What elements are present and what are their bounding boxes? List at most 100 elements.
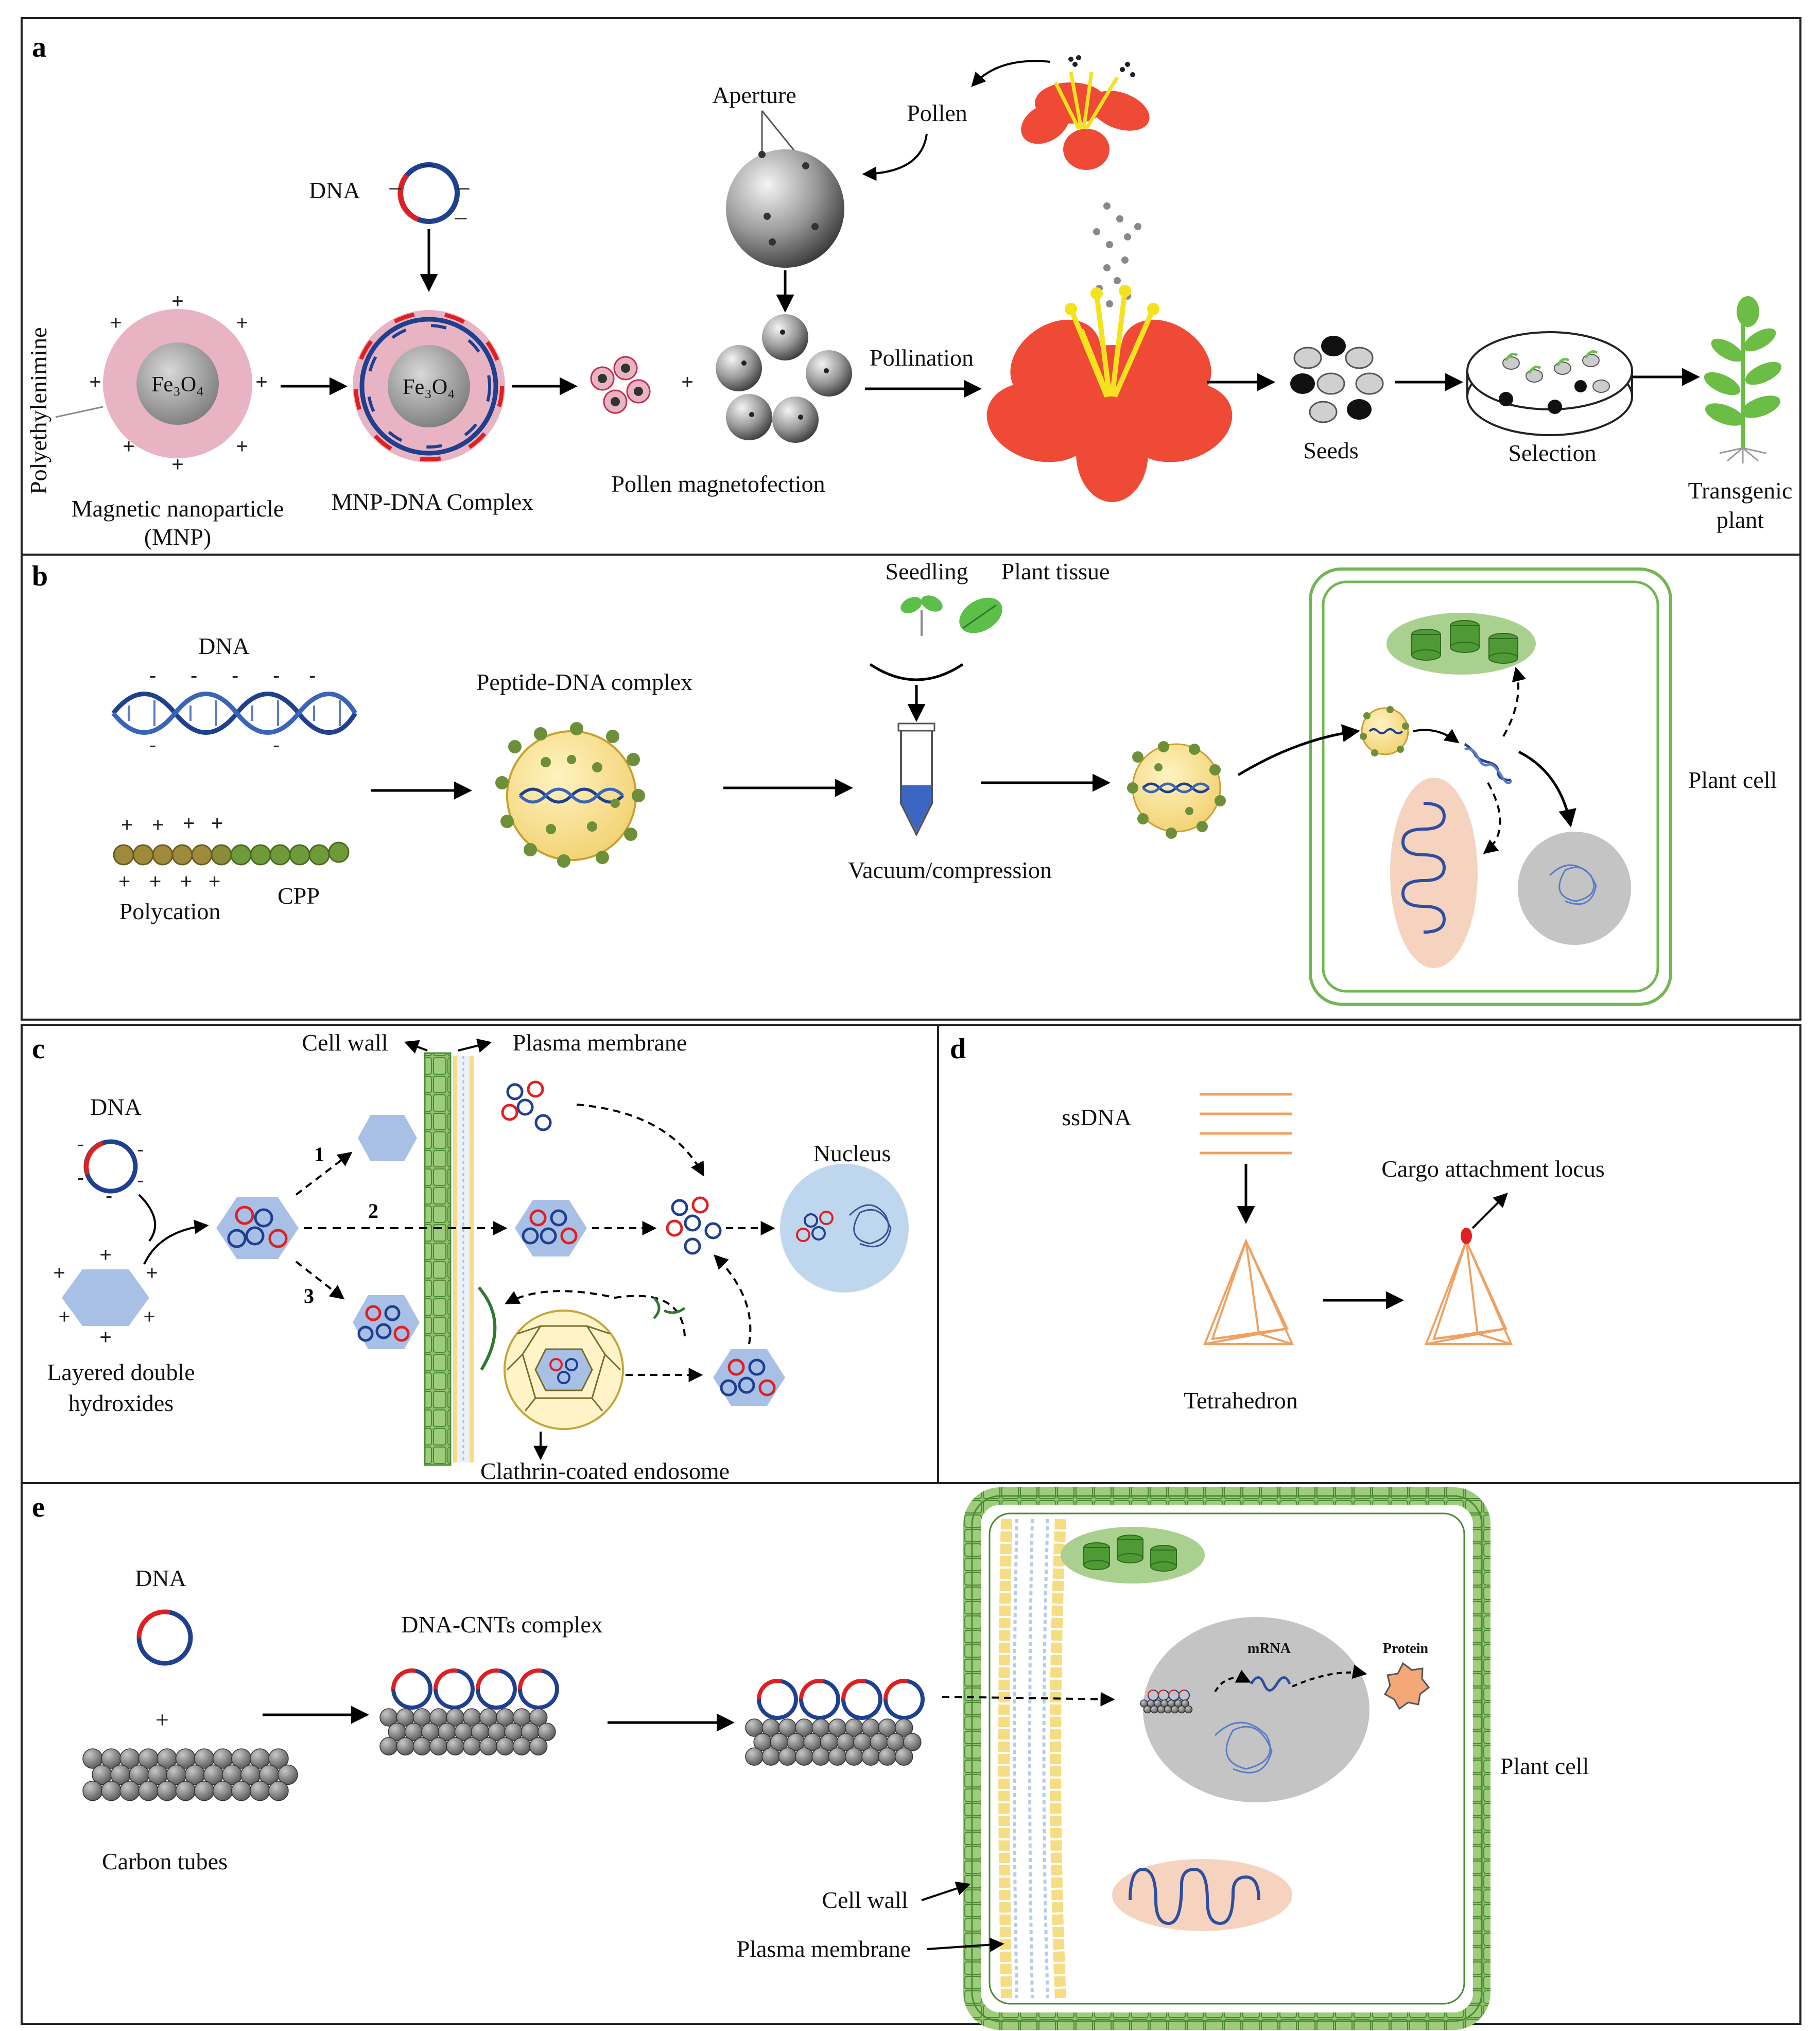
- small-complexes: [590, 356, 651, 414]
- transgenic-label: Transgenic: [1688, 477, 1793, 504]
- svg-text:+: +: [89, 371, 101, 393]
- panel-a: a Fe₃O₄ + + + + + + + + Polyethylenimine…: [25, 31, 1792, 550]
- tetrahedron-label: Tetrahedron: [1184, 1387, 1298, 1414]
- dna-label: DNA: [90, 1094, 142, 1120]
- svg-text:+: +: [143, 1305, 155, 1328]
- leaf-icon: [959, 597, 1002, 633]
- svg-text:-: -: [137, 1138, 144, 1161]
- dna-plasmid: -- -- -: [77, 1133, 144, 1207]
- small-flower: [1021, 55, 1150, 170]
- svg-text:+: +: [118, 870, 130, 893]
- plasma-membrane-label: Plasma membrane: [737, 1936, 911, 1962]
- svg-text:_: _: [455, 197, 467, 220]
- seedling-icon: [900, 595, 943, 636]
- magnetic-nanoparticle: Fe₃O₄ + + + + + + + +: [55, 290, 268, 476]
- ldh-label-2: hydroxides: [68, 1390, 174, 1416]
- panel-d-frame: [937, 1024, 1801, 1484]
- svg-text:+: +: [152, 814, 164, 836]
- ssdna-label: ssDNA: [1062, 1104, 1131, 1130]
- seeds-label: Seeds: [1303, 437, 1358, 463]
- svg-text:+: +: [681, 371, 693, 393]
- panel-a-frame: [21, 17, 1801, 556]
- carbon-tubes-label: Carbon tubes: [102, 1848, 228, 1874]
- core-label: Fe₃O₄: [403, 375, 455, 399]
- ldh-hexagon: + + + + + +: [53, 1244, 158, 1349]
- transgenic-label-2: plant: [1717, 507, 1764, 533]
- dna-plasmid: _ _ _ _: [389, 144, 470, 224]
- mnp-label: Magnetic nanoparticle: [72, 495, 284, 522]
- pollination-label: Pollination: [870, 345, 974, 371]
- svg-text:+: +: [123, 435, 134, 458]
- empty-ldh: [358, 1115, 417, 1161]
- plant-cell-e: mRNA Protein: [963, 1487, 1490, 2030]
- panel-e-frame: [21, 1482, 1801, 2025]
- cargo-label: Cargo attachment locus: [1381, 1156, 1604, 1182]
- panel-letter: b: [32, 560, 48, 592]
- tetrahedron-cargo: [1425, 1238, 1513, 1345]
- nuclear-cnt: [1140, 1689, 1193, 1714]
- svg-text:+: +: [180, 870, 192, 893]
- pollen-cluster: [716, 314, 852, 443]
- svg-text:+: +: [255, 371, 267, 393]
- panel-b: b DNA -- -- -- - ++ ++ ++ ++: [32, 558, 1777, 1006]
- route-1: 1: [314, 1143, 324, 1166]
- clathrin-endosome: [504, 1310, 624, 1430]
- ldh-label: Layered double: [47, 1359, 195, 1385]
- svg-text:-: -: [77, 1133, 84, 1156]
- svg-text:+: +: [121, 814, 133, 836]
- svg-text:+: +: [209, 870, 220, 893]
- cnt-complex-label: DNA-CNTs complex: [401, 1611, 603, 1638]
- internalized-complex: [515, 1200, 587, 1257]
- svg-text:-: -: [149, 734, 156, 756]
- core-label: Fe₃O₄: [151, 373, 204, 397]
- svg-text:-: -: [232, 664, 238, 687]
- svg-text:-: -: [149, 664, 156, 687]
- polycation-label: Polycation: [119, 898, 221, 924]
- panel-d: d ssDNA Tetrahedron Cargo: [950, 1033, 1605, 1414]
- plant-cell-label: Plant cell: [1500, 1753, 1589, 1779]
- selection-label: Selection: [1508, 440, 1596, 466]
- seeds: [1290, 336, 1384, 423]
- plant-cell-label: Plant cell: [1688, 767, 1777, 793]
- cpp-label: CPP: [278, 883, 320, 909]
- panel-b-frame: [21, 554, 1801, 1021]
- pollen-grain: [726, 149, 844, 268]
- polycation-cpp-chain: + + + + + + + +: [113, 812, 350, 893]
- mrna-strand: [1250, 1676, 1291, 1692]
- recycled-clathrin: [653, 1297, 686, 1319]
- complex-label: MNP-DNA Complex: [332, 489, 533, 515]
- dna-cnt-complex: [379, 1668, 559, 1755]
- protein-icon: [1383, 1662, 1430, 1710]
- peptide-dna-complex: [495, 722, 645, 868]
- plant-tissue-label: Plant tissue: [1001, 558, 1110, 584]
- svg-text:+: +: [149, 870, 161, 893]
- nucleus: [1518, 832, 1631, 945]
- selection-dish: [1466, 331, 1633, 436]
- escaped-complex: [713, 1349, 785, 1406]
- cell-wall: [424, 1052, 452, 1466]
- svg-text:-: -: [273, 734, 280, 756]
- panel-letter: a: [32, 31, 46, 63]
- svg-text:-: -: [137, 1169, 144, 1192]
- plant-cell-b: [1237, 567, 1672, 1006]
- panel-letter: c: [32, 1033, 45, 1065]
- seedling-label: Seedling: [886, 558, 968, 584]
- svg-text:+: +: [53, 1262, 65, 1284]
- svg-text:+: +: [236, 312, 248, 334]
- dna-cnt-complex-2: [745, 1679, 925, 1766]
- dna-plasmid: [136, 1609, 193, 1666]
- svg-text:+: +: [236, 435, 248, 458]
- panel-e: e DNA + Carbon tubes DNA-CNTs complex: [32, 1487, 1589, 2030]
- svg-text:+: +: [171, 290, 183, 313]
- svg-text:+: +: [171, 453, 183, 476]
- released-plasmids: [666, 1196, 722, 1255]
- svg-text:+: +: [211, 812, 223, 835]
- vacuum-label: Vacuum/compression: [848, 857, 1052, 883]
- dna-label: DNA: [198, 633, 250, 659]
- svg-text:_: _: [389, 167, 402, 190]
- ssdna-strands: [1200, 1093, 1292, 1155]
- svg-text:+: +: [183, 812, 195, 835]
- carbon-tubes: [82, 1748, 298, 1801]
- mitochondrion: [1390, 778, 1478, 968]
